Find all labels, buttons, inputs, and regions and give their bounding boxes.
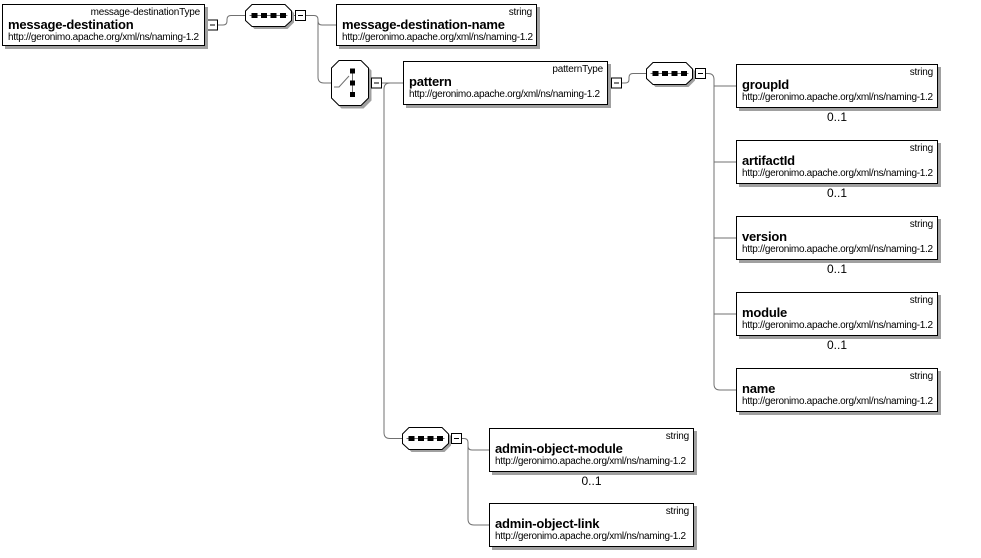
cardinality-label: 0..1 [826, 186, 847, 200]
element-box-message-destination[interactable]: message-destinationType message-destinat… [2, 4, 205, 46]
collapse-toggle[interactable] [371, 77, 382, 89]
element-type-label: string [665, 431, 689, 442]
connector-line [608, 73, 646, 84]
element-name-label: admin-object-module [495, 441, 623, 456]
element-namespace-label: http://geronimo.apache.org/xml/ns/naming… [742, 320, 933, 331]
element-box-pattern[interactable]: patternType pattern http://geronimo.apac… [403, 61, 608, 105]
element-name-label: message-destination [8, 17, 134, 32]
connector-line [714, 85, 736, 315]
element-type-label: string [909, 295, 933, 306]
element-box-module[interactable]: string module http://geronimo.apache.org… [736, 292, 938, 336]
element-box-name[interactable]: string name http://geronimo.apache.org/x… [736, 368, 938, 412]
element-namespace-label: http://geronimo.apache.org/xml/ns/naming… [8, 32, 199, 43]
element-type-label: string [508, 7, 532, 18]
element-box-admin-object-link[interactable]: string admin-object-link http://geronimo… [489, 503, 694, 547]
element-name-label: name [742, 381, 776, 396]
element-type-label: patternType [552, 64, 603, 75]
sequence-icon[interactable] [402, 427, 452, 453]
element-box-message-destination-name[interactable]: string message-destination-name http://g… [336, 4, 537, 46]
sequence-icon[interactable] [245, 4, 295, 30]
element-box-artifactId[interactable]: string artifactId http://geronimo.apache… [736, 140, 938, 184]
element-box-groupId[interactable]: string groupId http://geronimo.apache.or… [736, 64, 938, 108]
element-box-version[interactable]: string version http://geronimo.apache.or… [736, 216, 938, 260]
cardinality-label: 0..1 [826, 262, 847, 276]
element-type-label: message-destinationType [90, 7, 201, 18]
collapse-toggle[interactable] [695, 68, 706, 79]
sequence-icon[interactable] [646, 62, 696, 88]
element-name-label: admin-object-link [495, 516, 600, 531]
element-name-label: message-destination-name [342, 17, 505, 32]
collapse-toggle[interactable] [207, 19, 218, 31]
connector-line [205, 15, 245, 26]
connector-line [317, 20, 336, 26]
element-name-label: pattern [409, 74, 452, 89]
connector-line [449, 438, 489, 451]
choice-icon[interactable] [331, 60, 372, 109]
collapse-toggle[interactable] [611, 77, 622, 89]
element-namespace-label: http://geronimo.apache.org/xml/ns/naming… [742, 92, 933, 103]
element-type-label: string [665, 506, 689, 517]
element-type-label: string [909, 143, 933, 154]
element-namespace-label: http://geronimo.apache.org/xml/ns/naming… [409, 89, 600, 100]
element-namespace-label: http://geronimo.apache.org/xml/ns/naming… [742, 168, 933, 179]
cardinality-label: 0..1 [581, 474, 602, 488]
element-namespace-label: http://geronimo.apache.org/xml/ns/naming… [342, 32, 533, 43]
element-name-label: version [742, 229, 787, 244]
collapse-toggle[interactable] [295, 10, 306, 21]
connector-line [693, 73, 736, 391]
element-namespace-label: http://geronimo.apache.org/xml/ns/naming… [742, 244, 933, 255]
collapse-toggle[interactable] [451, 433, 462, 444]
element-box-admin-object-module[interactable]: string admin-object-module http://geroni… [489, 428, 694, 472]
element-name-label: module [742, 305, 788, 320]
connector-line [467, 446, 489, 526]
connector-line [383, 82, 402, 439]
element-name-label: groupId [742, 77, 789, 92]
connector-line [292, 15, 331, 84]
element-type-label: string [909, 67, 933, 78]
cardinality-label: 0..1 [826, 338, 847, 352]
element-namespace-label: http://geronimo.apache.org/xml/ns/naming… [495, 456, 686, 467]
element-namespace-label: http://geronimo.apache.org/xml/ns/naming… [742, 396, 933, 407]
cardinality-label: 0..1 [826, 110, 847, 124]
element-name-label: artifactId [742, 153, 795, 168]
element-type-label: string [909, 371, 933, 382]
element-namespace-label: http://geronimo.apache.org/xml/ns/naming… [495, 531, 686, 542]
element-type-label: string [909, 219, 933, 230]
